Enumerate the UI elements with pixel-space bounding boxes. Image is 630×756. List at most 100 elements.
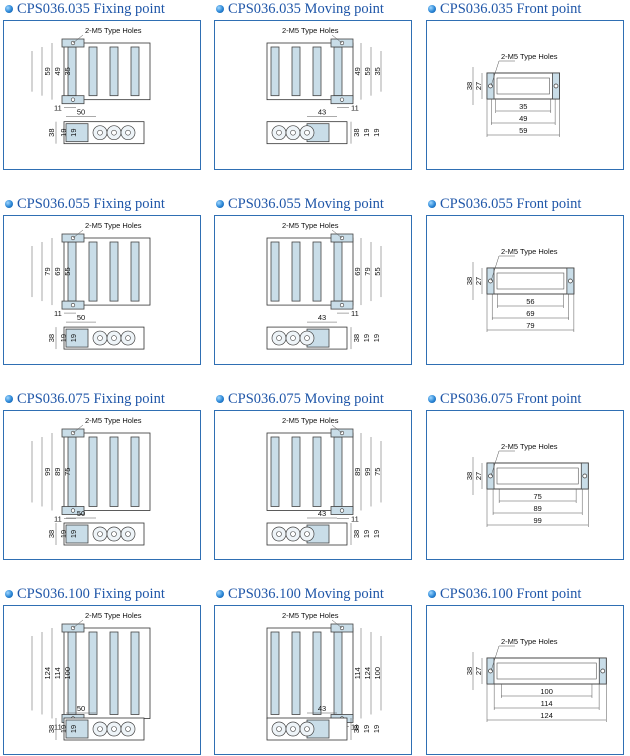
dim-height-inner: 55 [63,267,72,275]
bullet-icon [428,5,436,13]
dim-offset: 11 [351,104,359,113]
chain-link [291,631,301,715]
dim-side-height: 38 [352,129,361,137]
panel-title-text: CPS036.100 Fixing point [17,585,165,602]
holes-label: 2-M5 Type Holes [85,221,142,230]
panel-title: CPS036.035 Front point [426,0,581,18]
dim-side-height: 38 [352,725,361,733]
chain-pin-hole [111,531,117,537]
dim-width: 43 [318,108,326,117]
dim-side-half-2: 19 [372,129,381,137]
dim-height-inner: 55 [373,267,382,275]
dim-height-inner: 35 [63,67,72,75]
chain-pin-hole [111,129,117,136]
chain-pin-hole [125,726,131,732]
holes-label: 2-M5 Type Holes [501,637,558,646]
panel-title: CPS036.100 Moving point [214,585,384,603]
dim-height-outer: 79 [43,267,52,275]
chain-link [270,631,280,715]
chain-pin-hole [290,726,296,732]
dim-side-half-2: 19 [69,334,78,342]
chain-pin-hole [290,335,296,341]
mount-hole [488,473,493,479]
mount-hole [488,668,493,674]
dim-height-outer: 99 [43,468,52,476]
dim-offset: 11 [54,104,62,113]
mount-hole [600,668,606,674]
bullet-icon [5,5,13,13]
bullet-icon [428,200,436,208]
panel-title-text: CPS036.055 Moving point [228,195,384,212]
dim-side-half-1: 19 [59,334,68,342]
dim-side-half-1: 19 [362,334,371,342]
panel-title-text: CPS036.075 Fixing point [17,390,165,407]
chain-link [333,241,343,302]
dim-width-2: 69 [526,309,534,318]
dim-width-1: 100 [540,687,553,696]
panel-title-text: CPS036.055 Front point [440,195,582,212]
panel-title: CPS036.055 Moving point [214,195,384,213]
bullet-icon [5,590,13,598]
holes-label: 2-M5 Type Holes [501,442,558,451]
dim-width-2: 49 [519,114,527,123]
chain-link [333,631,343,715]
dim-side-half-1: 19 [59,129,68,137]
panel-title: CPS036.035 Fixing point [3,0,165,18]
dim-height-inner: 27 [474,667,483,675]
inner-opening [496,467,579,485]
dim-height-outer: 38 [465,667,474,675]
dim-height-inner: 27 [474,82,483,90]
inner-opening [496,662,597,680]
chain-link [333,46,343,97]
dim-side-half-2: 19 [372,334,381,342]
dim-height-inner: 35 [373,67,382,75]
dim-height-mid: 49 [353,67,362,75]
chain-link [291,241,301,302]
mount-hole [70,508,76,513]
chain-link [88,436,98,507]
dim-width-3: 99 [533,516,541,525]
side-bracket [65,719,89,739]
dim-side-height: 38 [352,530,361,538]
dim-width: 50 [77,313,85,322]
chain-link [312,46,322,97]
panel-title-text: CPS036.100 Front point [440,585,582,602]
dim-offset: 11 [351,309,359,318]
dim-side-half-1: 19 [362,725,371,733]
holes-label: 2-M5 Type Holes [282,416,339,425]
chain-link [130,631,140,715]
dim-height-outer: 124 [363,667,372,680]
inner-opening [496,77,550,95]
chain-pin-hole [125,531,131,537]
chain-pin-hole [304,726,310,732]
panel-title: CPS036.100 Front point [426,585,581,603]
chain-link [270,46,280,97]
dim-height-inner: 27 [474,472,483,480]
chain-pin-hole [304,129,310,136]
dim-height-mid: 49 [53,67,62,75]
mount-hole [339,97,345,102]
chain-pin-hole [111,335,117,341]
dim-side-height: 38 [47,129,56,137]
chain-link [312,436,322,507]
dim-side-half-1: 19 [59,530,68,538]
side-bracket [65,524,89,544]
bullet-icon [216,590,224,598]
dim-height-inner: 27 [474,277,483,285]
chain-pin-hole [276,531,282,537]
